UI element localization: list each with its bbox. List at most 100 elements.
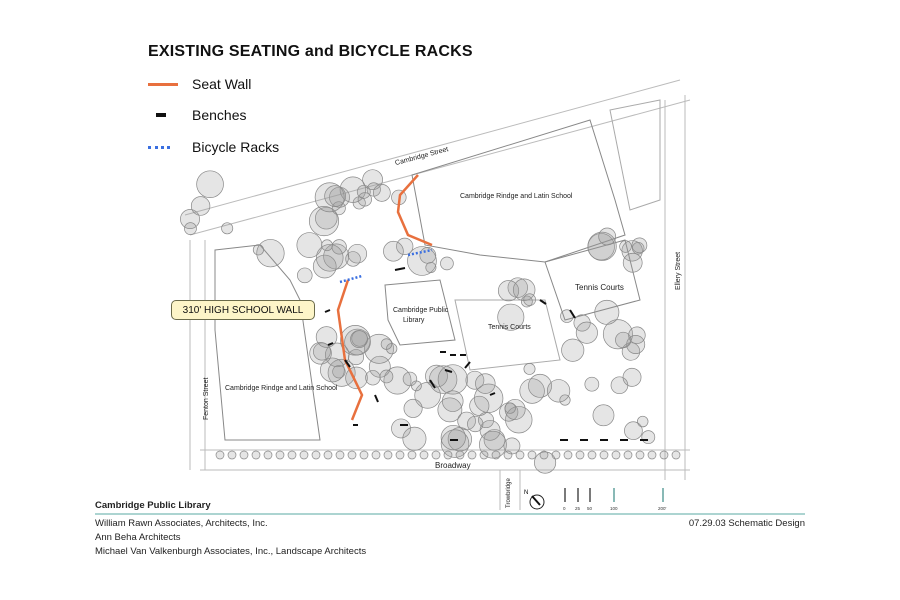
tree xyxy=(635,450,645,460)
tree xyxy=(314,182,345,213)
tree xyxy=(440,429,470,458)
project-name: Cambridge Public Library xyxy=(95,500,211,511)
seat-wall xyxy=(396,174,433,247)
tree xyxy=(546,379,571,403)
credit-line: William Rawn Associates, Architects, Inc… xyxy=(95,518,268,529)
bench xyxy=(539,299,547,305)
tree xyxy=(551,450,561,460)
bench xyxy=(327,342,334,346)
tree xyxy=(383,450,393,460)
tree xyxy=(323,450,333,460)
tree xyxy=(598,227,617,246)
tree xyxy=(299,450,309,460)
tree xyxy=(437,364,468,395)
building-label-library-1: Cambridge Public xyxy=(393,307,449,314)
building-label-crls-west: Cambridge Rindge and Latin School xyxy=(225,385,338,392)
street-label-cambridge: Cambridge Street xyxy=(394,146,449,167)
tree xyxy=(347,243,368,264)
tree xyxy=(503,450,513,460)
tree xyxy=(315,326,338,348)
tree xyxy=(345,251,361,267)
tree xyxy=(383,366,412,395)
date-phase: 07.29.03 Schematic Design xyxy=(688,518,805,529)
tree xyxy=(332,364,346,379)
tree xyxy=(356,184,371,199)
tree xyxy=(190,196,211,216)
tree xyxy=(440,256,454,271)
tree xyxy=(561,338,585,362)
tree xyxy=(647,450,657,460)
tree xyxy=(443,450,453,460)
tree xyxy=(512,278,536,301)
street-label-broadway: Broadway xyxy=(435,461,471,470)
credit-line: Michael Van Valkenburgh Associates, Inc.… xyxy=(95,546,367,557)
tree xyxy=(587,231,617,261)
tree xyxy=(315,206,338,230)
tree xyxy=(311,450,321,460)
tree xyxy=(380,338,393,350)
tree xyxy=(619,240,632,253)
tree xyxy=(402,371,418,387)
tree xyxy=(335,450,345,460)
tree xyxy=(215,450,225,460)
tree xyxy=(483,429,506,451)
building-library xyxy=(384,279,456,346)
label-tennis-courts-east: Tennis Courts xyxy=(575,283,624,292)
legend-label: Bicycle Racks xyxy=(192,139,280,155)
tree xyxy=(297,267,313,284)
scale-label: 25 xyxy=(575,506,581,511)
tree xyxy=(631,237,648,254)
tree xyxy=(441,390,464,412)
seat-wall-swatch xyxy=(148,78,180,90)
legend-item-seat-wall: Seat Wall xyxy=(148,76,251,92)
tree xyxy=(227,450,237,460)
tree xyxy=(350,330,368,348)
bench xyxy=(569,309,576,319)
tree xyxy=(357,192,372,207)
tree xyxy=(615,331,632,349)
tree xyxy=(519,378,545,404)
legend-label: Benches xyxy=(192,107,247,123)
building-crls-north xyxy=(411,119,626,263)
tree xyxy=(184,222,197,235)
tree xyxy=(359,450,369,460)
tree xyxy=(196,170,224,198)
tree xyxy=(403,398,423,418)
tree xyxy=(587,450,597,460)
tree xyxy=(563,450,573,460)
tree xyxy=(407,450,417,460)
tree xyxy=(312,254,337,279)
tree xyxy=(372,184,391,202)
tree xyxy=(428,365,458,394)
tree xyxy=(497,303,525,331)
bench-swatch xyxy=(148,109,180,121)
tree xyxy=(455,450,465,460)
street-label-fenton: Fenton Street xyxy=(203,378,210,420)
tree xyxy=(320,357,345,383)
tree xyxy=(309,342,332,365)
scale-label: 100 xyxy=(610,506,618,511)
tree xyxy=(504,402,516,414)
building-crls-west xyxy=(214,244,321,441)
tree xyxy=(467,415,484,433)
scale-label: 50 xyxy=(587,506,593,511)
tree xyxy=(402,426,427,451)
tree xyxy=(440,424,466,451)
tree xyxy=(437,397,463,423)
tree xyxy=(622,367,642,387)
tree xyxy=(371,450,381,460)
bench xyxy=(374,394,379,403)
tree xyxy=(365,370,381,386)
tree xyxy=(407,246,437,276)
benches xyxy=(324,267,648,441)
tree xyxy=(539,450,549,460)
scale-bar xyxy=(564,488,664,502)
tree xyxy=(221,222,234,235)
tree xyxy=(641,430,656,445)
tree xyxy=(287,450,297,460)
tree xyxy=(527,450,537,460)
building-label-crls-north: Cambridge Rindge and Latin School xyxy=(460,193,573,200)
high-school-wall-callout: 310' HIGH SCHOOL WALL xyxy=(171,300,315,320)
tree xyxy=(263,450,273,460)
tree xyxy=(475,373,496,394)
